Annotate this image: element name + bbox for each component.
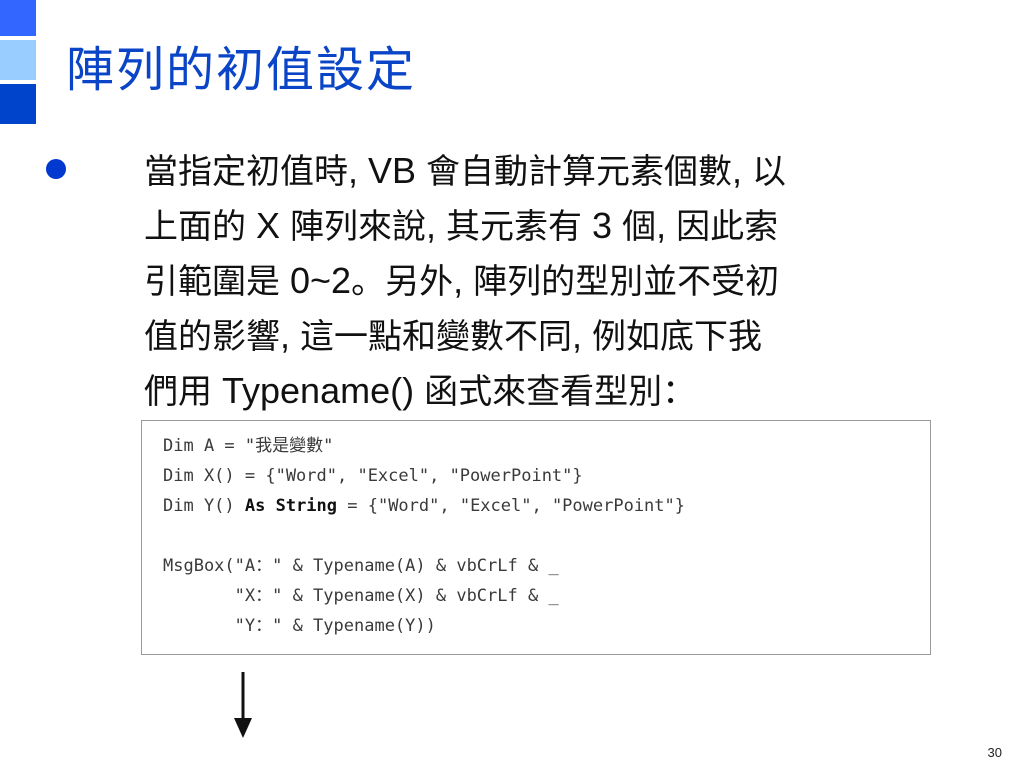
slide-title: 陣列的初值設定 [66, 42, 417, 98]
code-line: Dim Y() As String = {"Word", "Excel", "P… [163, 491, 930, 521]
body-line: 引範圍是 0~2。另外, 陣列的型別並不受初 [144, 254, 994, 309]
arrow-down-icon [234, 672, 252, 738]
code-text: Dim Y() [163, 496, 245, 516]
body-text: , [426, 205, 447, 246]
body-text: , [572, 315, 593, 356]
code-text: = {"Word", "Excel", "PowerPoint"} [337, 496, 686, 516]
body-text: 們用 [144, 372, 212, 412]
code-text: MsgBox("A：" & Typename(A) & vbCrLf & _ [163, 556, 559, 576]
body-text: Typename() [212, 370, 425, 411]
code-line: MsgBox("A：" & Typename(A) & vbCrLf & _ [163, 551, 930, 581]
body-line: 上面的 X 陣列來說, 其元素有 3 個, 因此索 [144, 199, 994, 254]
code-text: "X：" & Typename(X) & vbCrLf & _ [163, 586, 559, 606]
body-text: , [280, 315, 301, 356]
body-text: 。另外 [351, 262, 454, 302]
code-text: "Y：" & Typename(Y)) [163, 616, 436, 636]
body-text: 值的影響 [144, 317, 280, 357]
body-text: 0~2 [280, 260, 352, 301]
body-text: 當指定初值時 [144, 152, 348, 192]
code-line [163, 521, 930, 551]
body-text: , [656, 205, 677, 246]
body-text: 上面的 [144, 207, 246, 247]
decor-square-top [0, 0, 36, 36]
code-text: As String [244, 496, 338, 516]
body-line: 值的影響, 這一點和變數不同, 例如底下我 [144, 309, 994, 364]
body-text: 會自動計算元素個數 [426, 152, 733, 192]
body-text: 陣列的型別並不受初 [473, 262, 780, 302]
code-line: "X：" & Typename(X) & vbCrLf & _ [163, 581, 930, 611]
decor-square-middle [0, 40, 36, 80]
body-text: 3 [582, 205, 623, 246]
code-sample-box: Dim A = "我是變數" Dim X() = {"Word", "Excel"… [141, 420, 931, 655]
body-text: 引範圍是 [144, 262, 280, 302]
page-number: 30 [987, 745, 1002, 760]
slide-body-text: 當指定初值時, VB 會自動計算元素個數, 以上面的 X 陣列來說, 其元素有 … [144, 144, 994, 419]
bullet-dot-icon [46, 159, 66, 179]
body-text: 個 [622, 207, 657, 247]
body-text: 這一點和變數不同 [300, 317, 573, 357]
code-line: "Y：" & Typename(Y)) [163, 611, 930, 641]
decor-square-bottom [0, 84, 36, 124]
body-text: , [453, 260, 474, 301]
body-text: 函式來查看型別： [424, 372, 697, 412]
body-text: X [246, 205, 291, 246]
code-line: Dim A = "我是變數" [163, 431, 930, 461]
body-line: 當指定初值時, VB 會自動計算元素個數, 以 [144, 144, 994, 199]
code-text: Dim X() = {"Word", "Excel", "PowerPoint"… [163, 466, 583, 486]
code-line: Dim X() = {"Word", "Excel", "PowerPoint"… [163, 461, 930, 491]
body-text: 因此索 [676, 207, 779, 247]
code-text: Dim A = "我是變數" [163, 436, 334, 456]
body-text: 以 [752, 152, 787, 192]
body-text: , VB [348, 150, 427, 191]
body-text: 例如底下我 [592, 317, 763, 357]
body-text: 其元素有 [446, 207, 583, 247]
body-text: , [732, 150, 753, 191]
body-text: 陣列來說 [290, 207, 427, 247]
body-line: 們用 Typename() 函式來查看型別： [144, 364, 994, 419]
